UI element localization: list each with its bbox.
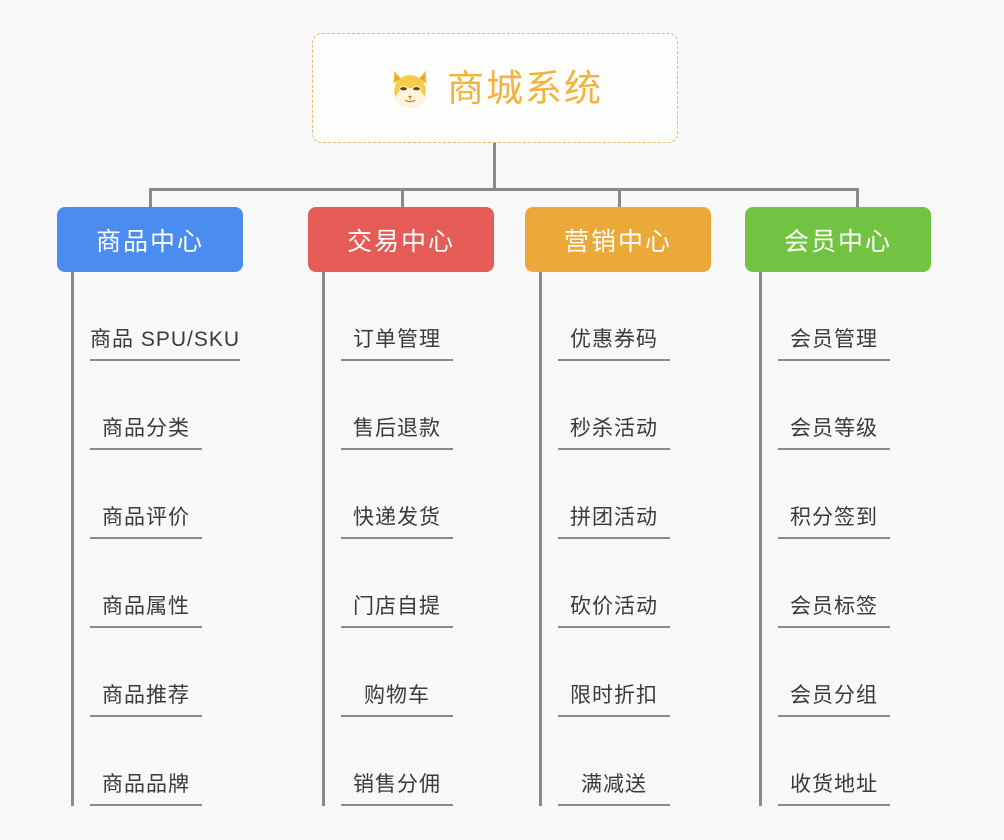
leaf-item[interactable]: 商品分类 bbox=[57, 361, 243, 450]
leaf-label: 会员分组 bbox=[778, 683, 890, 717]
leaf-item[interactable]: 限时折扣 bbox=[525, 628, 711, 717]
branch-header-label: 商品中心 bbox=[95, 227, 204, 256]
root-node[interactable]: 商城系统 bbox=[312, 33, 678, 143]
branch-header-member-center[interactable]: 会员中心 bbox=[745, 207, 931, 272]
leaf-item[interactable]: 会员分组 bbox=[745, 628, 931, 717]
leaf-label: 快递发货 bbox=[341, 505, 453, 539]
leaf-item[interactable]: 会员管理 bbox=[745, 272, 931, 361]
leaf-item[interactable]: 会员等级 bbox=[745, 361, 931, 450]
leaf-item[interactable]: 秒杀活动 bbox=[525, 361, 711, 450]
branch-spine bbox=[539, 272, 542, 806]
connector-drop-0 bbox=[149, 188, 152, 209]
leaf-label: 商品品牌 bbox=[90, 772, 202, 806]
leaf-item[interactable]: 商品评价 bbox=[57, 450, 243, 539]
leaf-item[interactable]: 满减送 bbox=[525, 717, 711, 806]
leaf-item[interactable]: 门店自提 bbox=[308, 539, 494, 628]
branch-header-label: 会员中心 bbox=[783, 227, 892, 256]
branch-header-marketing-center[interactable]: 营销中心 bbox=[525, 207, 711, 272]
leaf-item[interactable]: 售后退款 bbox=[308, 361, 494, 450]
leaf-item[interactable]: 优惠券码 bbox=[525, 272, 711, 361]
leaf-label: 销售分佣 bbox=[341, 772, 453, 806]
leaf-item[interactable]: 购物车 bbox=[308, 628, 494, 717]
leaf-item[interactable]: 订单管理 bbox=[308, 272, 494, 361]
leaf-label: 砍价活动 bbox=[558, 594, 670, 628]
leaf-item[interactable]: 商品属性 bbox=[57, 539, 243, 628]
branch-header-label: 交易中心 bbox=[346, 227, 455, 256]
connector-horizontal-bus bbox=[149, 188, 859, 191]
leaf-item[interactable]: 商品 SPU/SKU bbox=[57, 272, 243, 361]
leaf-item[interactable]: 积分签到 bbox=[745, 450, 931, 539]
leaf-item[interactable]: 商品推荐 bbox=[57, 628, 243, 717]
leaf-label: 优惠券码 bbox=[558, 327, 670, 361]
branch-body: 优惠券码 秒杀活动 拼团活动 砍价活动 限时折扣 满减送 bbox=[525, 272, 711, 806]
leaf-label: 秒杀活动 bbox=[558, 416, 670, 450]
branch-body: 会员管理 会员等级 积分签到 会员标签 会员分组 收货地址 bbox=[745, 272, 931, 806]
leaf-label: 售后退款 bbox=[341, 416, 453, 450]
branch-spine bbox=[71, 272, 74, 806]
root-title: 商城系统 bbox=[447, 67, 603, 109]
shiba-dog-face-icon bbox=[387, 65, 433, 111]
branch-column-trade-center: 交易中心 订单管理 售后退款 快递发货 门店自提 购物车 销售分佣 bbox=[308, 207, 494, 806]
leaf-item[interactable]: 快递发货 bbox=[308, 450, 494, 539]
connector-drop-3 bbox=[856, 188, 859, 209]
leaf-label: 购物车 bbox=[341, 683, 453, 717]
branch-header-trade-center[interactable]: 交易中心 bbox=[308, 207, 494, 272]
leaf-label: 拼团活动 bbox=[558, 505, 670, 539]
branch-spine bbox=[322, 272, 325, 806]
leaf-label: 门店自提 bbox=[341, 594, 453, 628]
leaf-label: 商品推荐 bbox=[90, 683, 202, 717]
branch-body: 商品 SPU/SKU 商品分类 商品评价 商品属性 商品推荐 商品品牌 bbox=[57, 272, 243, 806]
leaf-label: 商品属性 bbox=[90, 594, 202, 628]
leaf-item[interactable]: 销售分佣 bbox=[308, 717, 494, 806]
branch-column-product-center: 商品中心 商品 SPU/SKU 商品分类 商品评价 商品属性 商品推荐 商品品牌 bbox=[57, 207, 243, 806]
leaf-label: 订单管理 bbox=[341, 327, 453, 361]
leaf-label: 商品 SPU/SKU bbox=[90, 327, 241, 361]
leaf-item[interactable]: 拼团活动 bbox=[525, 450, 711, 539]
leaf-label: 会员管理 bbox=[778, 327, 890, 361]
branch-column-member-center: 会员中心 会员管理 会员等级 积分签到 会员标签 会员分组 收货地址 bbox=[745, 207, 931, 806]
leaf-label: 满减送 bbox=[558, 772, 670, 806]
leaf-label: 商品分类 bbox=[90, 416, 202, 450]
leaf-label: 限时折扣 bbox=[558, 683, 670, 717]
branch-column-marketing-center: 营销中心 优惠券码 秒杀活动 拼团活动 砍价活动 限时折扣 满减送 bbox=[525, 207, 711, 806]
leaf-label: 会员等级 bbox=[778, 416, 890, 450]
branch-spine bbox=[759, 272, 762, 806]
branch-header-label: 营销中心 bbox=[563, 227, 672, 256]
connector-drop-2 bbox=[618, 188, 621, 209]
leaf-item[interactable]: 商品品牌 bbox=[57, 717, 243, 806]
leaf-label: 会员标签 bbox=[778, 594, 890, 628]
leaf-item[interactable]: 会员标签 bbox=[745, 539, 931, 628]
branch-header-product-center[interactable]: 商品中心 bbox=[57, 207, 243, 272]
leaf-item[interactable]: 收货地址 bbox=[745, 717, 931, 806]
leaf-item[interactable]: 砍价活动 bbox=[525, 539, 711, 628]
leaf-label: 收货地址 bbox=[778, 772, 890, 806]
leaf-label: 积分签到 bbox=[778, 505, 890, 539]
connector-drop-1 bbox=[401, 188, 404, 209]
leaf-label: 商品评价 bbox=[90, 505, 202, 539]
branch-body: 订单管理 售后退款 快递发货 门店自提 购物车 销售分佣 bbox=[308, 272, 494, 806]
connector-root-stem bbox=[493, 143, 496, 190]
